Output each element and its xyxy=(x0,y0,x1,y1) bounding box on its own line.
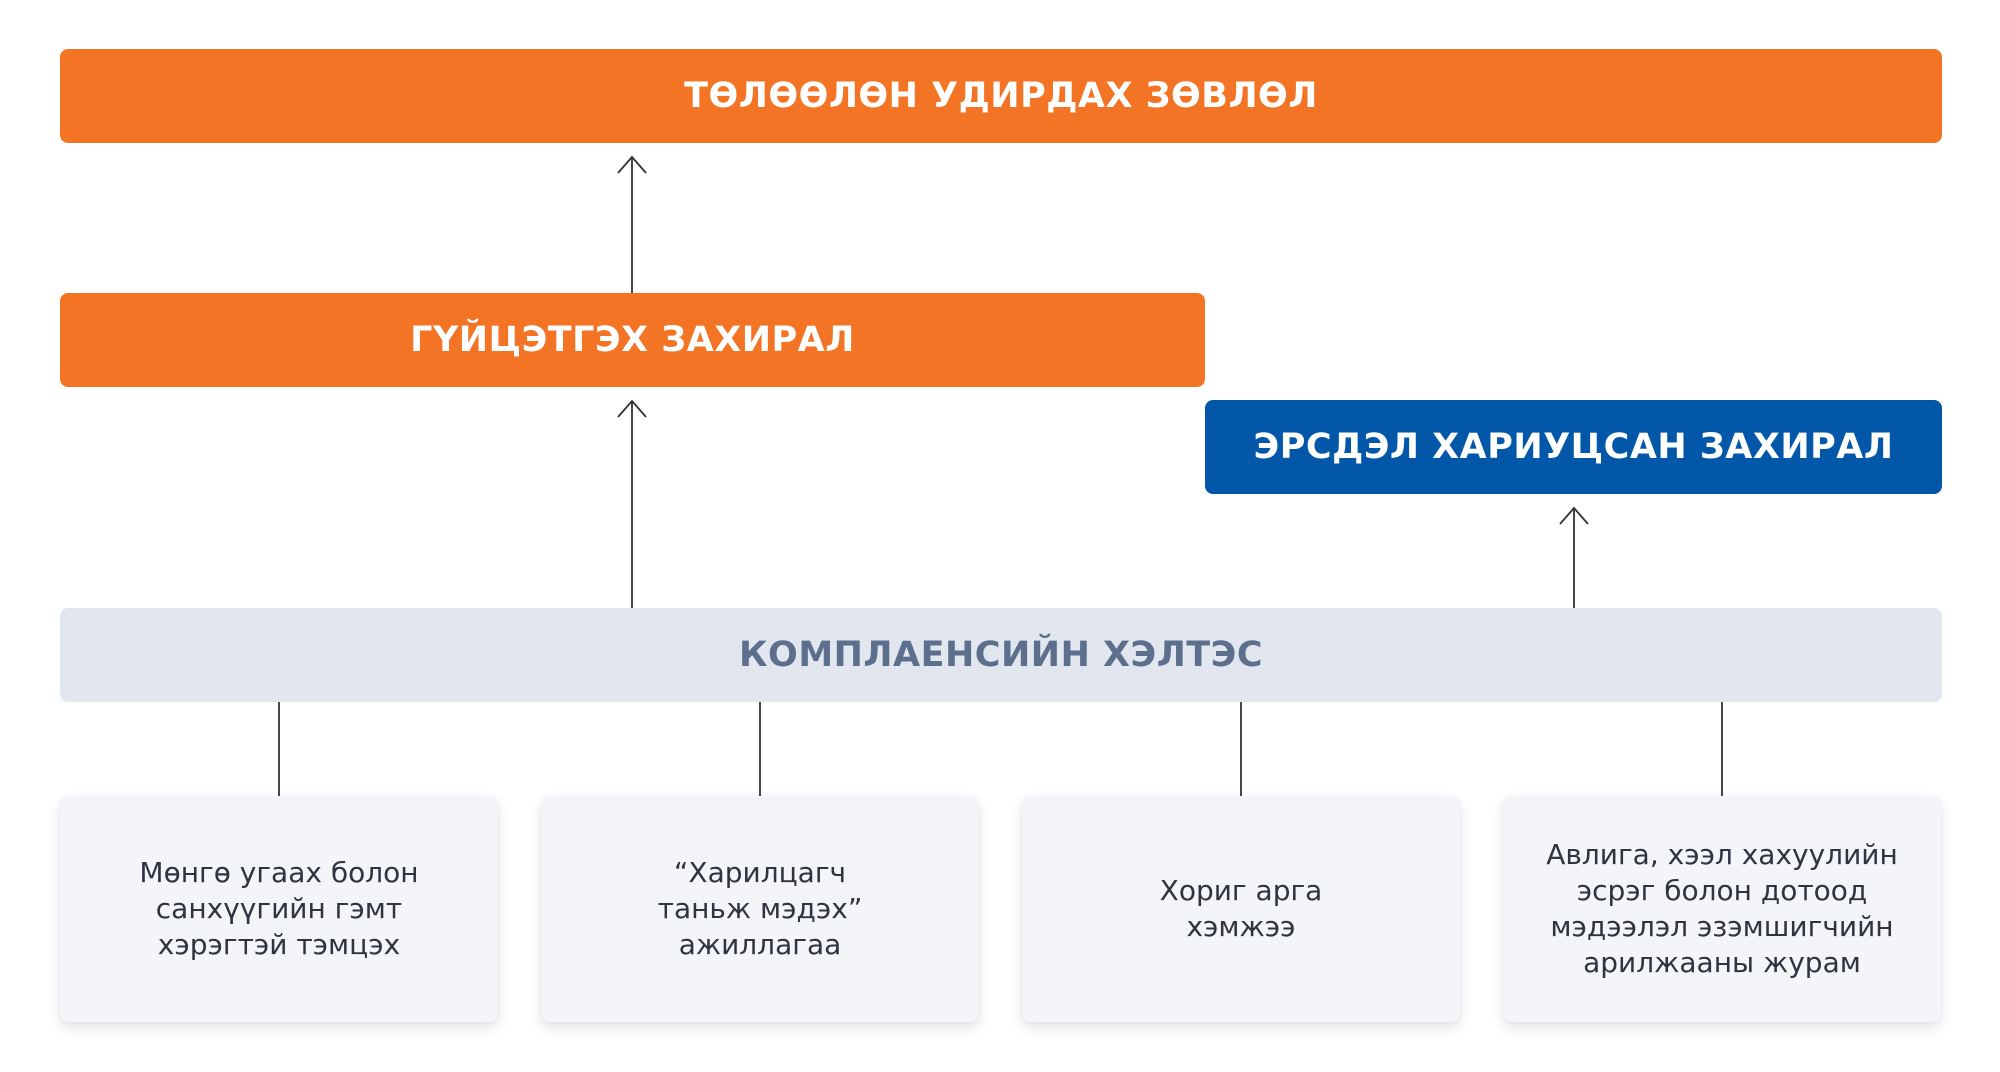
chief-risk-officer-box: ЭРСДЭЛ ХАРИУЦСАН ЗАХИРАЛ xyxy=(1205,400,1942,494)
function-card-sanctions: Хориг арга хэмжээ xyxy=(1022,796,1460,1022)
function-card-label: Хориг арга хэмжээ xyxy=(1159,874,1323,943)
compliance-department-box: КОМПЛАЕНСИЙН ХЭЛТЭС xyxy=(60,608,1942,702)
compliance-department-label: КОМПЛАЕНСИЙН ХЭЛТЭС xyxy=(738,635,1264,675)
ceo-box: ГҮЙЦЭТГЭХ ЗАХИРАЛ xyxy=(60,293,1205,387)
function-card-label: Авлига, хээл хахуулийн эсрэг болон дотоо… xyxy=(1546,838,1898,979)
function-card-label: “Харилцагч таньж мэдэх” ажиллагаа xyxy=(657,856,863,961)
board-of-directors-label: ТӨЛӨӨЛӨН УДИРДАХ ЗӨВЛӨЛ xyxy=(684,76,1318,116)
chief-risk-officer-label: ЭРСДЭЛ ХАРИУЦСАН ЗАХИРАЛ xyxy=(1253,427,1894,467)
arrowhead-compliance-to-ceo xyxy=(617,399,647,418)
ceo-label: ГҮЙЦЭТГЭХ ЗАХИРАЛ xyxy=(410,320,855,360)
function-card-anti-corruption: Авлига, хээл хахуулийн эсрэг болон дотоо… xyxy=(1503,796,1941,1022)
function-card-label: Мөнгө угаах болон санхүүгийн гэмт хэрэгт… xyxy=(139,856,419,961)
board-of-directors-box: ТӨЛӨӨЛӨН УДИРДАХ ЗӨВЛӨЛ xyxy=(60,49,1942,143)
function-card-kyc: “Харилцагч таньж мэдэх” ажиллагаа xyxy=(541,796,979,1022)
arrowhead-compliance-to-cro xyxy=(1559,506,1589,525)
function-card-aml: Мөнгө угаах болон санхүүгийн гэмт хэрэгт… xyxy=(60,796,498,1022)
arrowhead-ceo-to-board xyxy=(617,155,647,174)
